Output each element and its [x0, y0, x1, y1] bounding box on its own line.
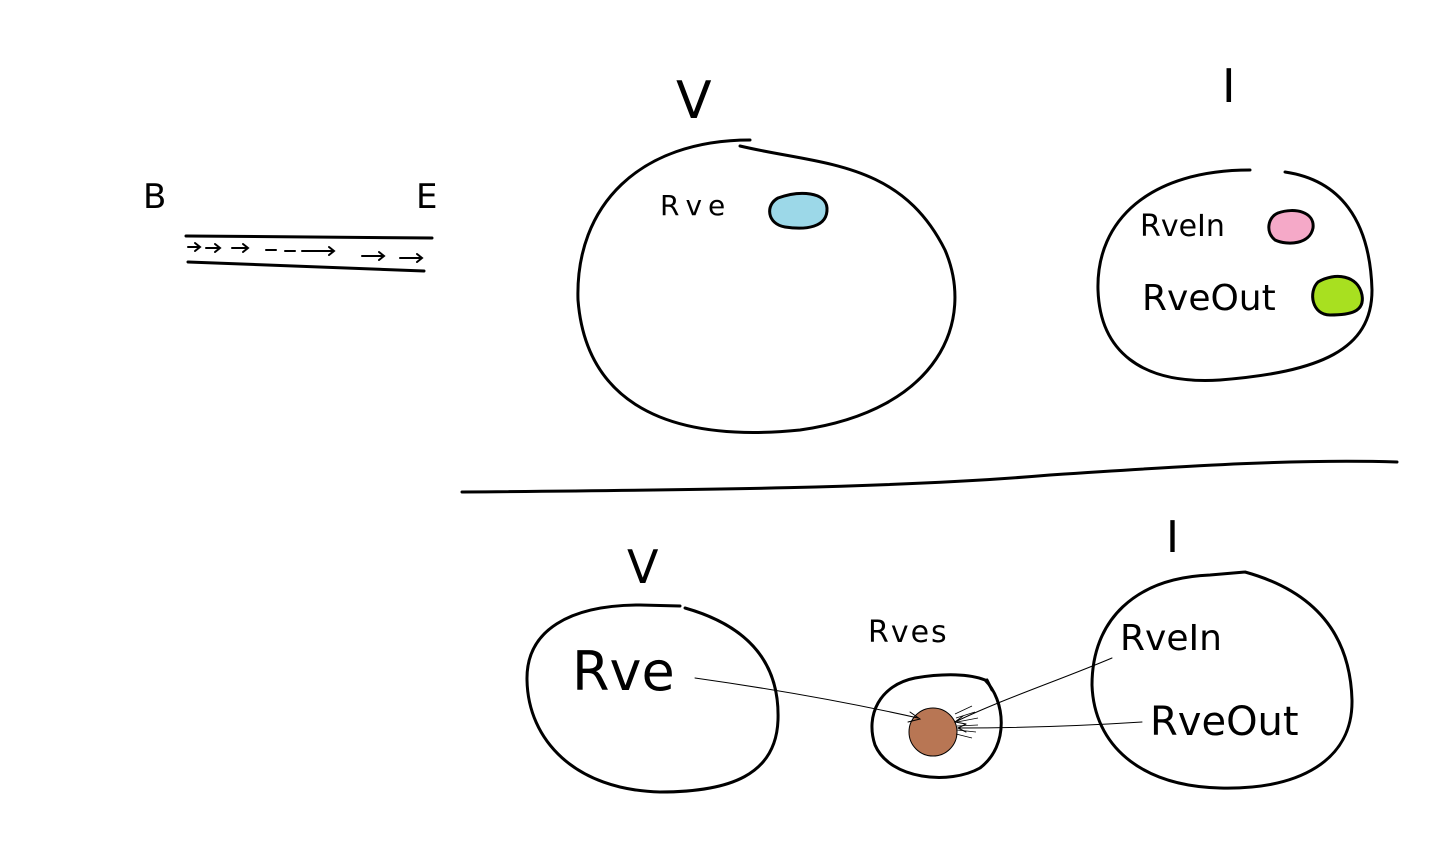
arrow-icon: [953, 715, 967, 725]
circle-rves-tick: [985, 678, 994, 692]
connector-rvein-to-rves: [954, 657, 1113, 723]
label-rveout-bottom: RveOut: [1150, 699, 1299, 745]
bottom-v-group: V Rve: [525, 540, 780, 794]
connector-rve-to-rves: [694, 677, 919, 719]
circle-i-bottom: [1090, 570, 1354, 790]
label-rves: Rves: [868, 615, 949, 650]
label-i-bottom: I: [1166, 512, 1179, 563]
timeline-top-line: [184, 234, 434, 240]
divider-line: [460, 459, 1399, 494]
connector-rveout-to-rves: [957, 721, 1143, 729]
blob-rvein-top: [1267, 209, 1315, 245]
top-i-group: I RveIn RveOut: [1096, 59, 1374, 382]
circle-rves: [870, 673, 1003, 779]
connectors: [694, 657, 1143, 739]
bottom-rves-group: Rves: [868, 615, 1003, 779]
connector-fan-lines: [954, 705, 979, 739]
blob-rve-top: [768, 191, 829, 230]
circle-i-top: [1096, 168, 1374, 382]
label-v-bottom: V: [627, 540, 659, 594]
label-e: E: [416, 177, 437, 217]
circle-v-top: [576, 138, 957, 434]
label-rvein-top: RveIn: [1140, 209, 1225, 244]
label-v-top: V: [676, 71, 712, 131]
label-rveout-top: RveOut: [1142, 278, 1276, 319]
label-rvein-bottom: RveIn: [1120, 618, 1222, 659]
label-rve-top: Rve: [660, 189, 731, 222]
bottom-i-group: I RveIn RveOut: [1090, 512, 1354, 790]
blob-rves: [908, 707, 958, 757]
arrow-icon: [301, 246, 336, 256]
label-i-top: I: [1222, 59, 1236, 113]
timeline-group: B E: [143, 177, 437, 273]
arrow-icon: [361, 251, 386, 261]
blob-rveout-top: [1311, 274, 1364, 317]
timeline-bottom-line: [186, 260, 426, 273]
label-b: B: [143, 177, 166, 217]
arrow-icon: [907, 711, 922, 723]
timeline-arrows: [187, 242, 424, 263]
arrow-icon: [187, 242, 202, 252]
top-v-group: V Rve: [576, 71, 957, 434]
arrow-icon: [399, 253, 424, 263]
label-rve-bottom: Rve: [572, 640, 675, 703]
arrow-icon: [205, 243, 222, 253]
arrow-icon: [231, 243, 250, 253]
circle-v-bottom: [525, 603, 780, 794]
